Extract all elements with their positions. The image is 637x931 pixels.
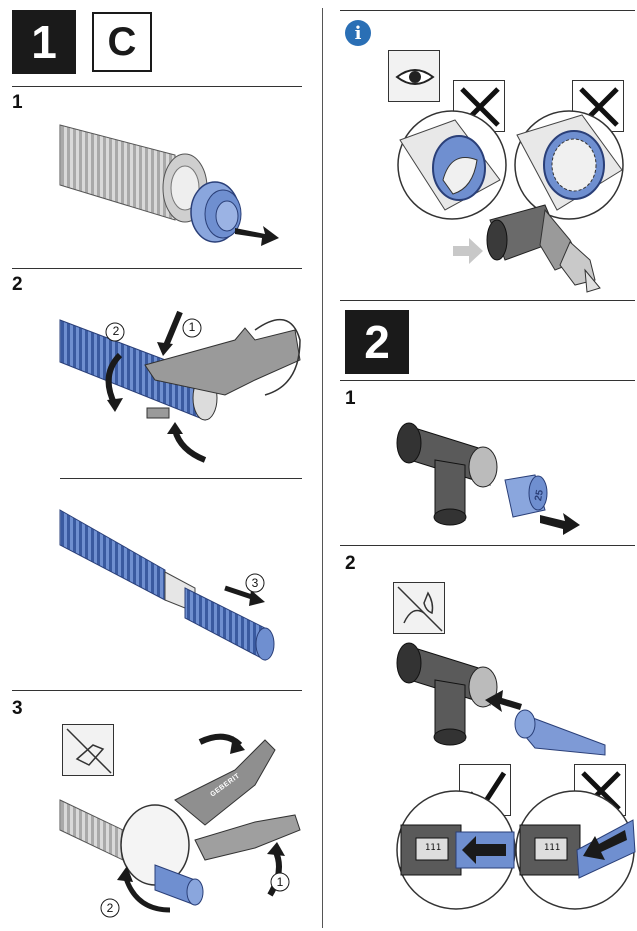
tee-fitting-cap-removal [396, 422, 580, 535]
corrugated-pipe [59, 124, 176, 221]
step-number-3: 3 [12, 698, 23, 719]
step-number-2: 2 [12, 274, 23, 295]
divider-rule [340, 545, 635, 546]
press-arrow-lower [172, 429, 207, 463]
divider-rule [340, 380, 635, 381]
step3-illustration [59, 733, 301, 918]
divider-rule [12, 690, 302, 691]
incorrect-insertion-view [515, 790, 636, 910]
pull-back-arrow [224, 585, 256, 601]
step1-illustration [59, 124, 279, 246]
blue-pipe-left [59, 509, 166, 601]
blue-cap [504, 474, 548, 518]
defective-pipe-end-deformed [397, 110, 507, 220]
step2b-illustration [59, 509, 275, 661]
divider-rule [12, 268, 302, 269]
pull-arrow [235, 226, 279, 246]
pipe-cutter-handle-bottom [194, 814, 301, 861]
step-number-1: 1 [345, 388, 356, 409]
divider-rule [340, 300, 635, 301]
lubricant-forbidden-icon [393, 582, 445, 634]
step-number-1: 1 [12, 92, 23, 113]
eye-icon [388, 50, 440, 102]
pipe-cutter-handle-top [174, 739, 276, 826]
counter-label: 111 [424, 843, 442, 853]
pull-arrow [540, 513, 580, 535]
callout-tool: 1 [188, 320, 196, 334]
cut-pipe-forbidden-icon [62, 724, 114, 776]
correct-insertion-view [396, 790, 516, 910]
deburring-tool [144, 327, 301, 396]
callout-press: 1 [276, 875, 284, 889]
divider-rule [60, 478, 302, 479]
blue-cap [190, 181, 242, 243]
info-icon: i [345, 20, 371, 46]
press-arrow [162, 310, 183, 350]
insert-arrow [485, 690, 522, 712]
column-divider [322, 8, 323, 928]
insert-arrow [453, 238, 483, 264]
section-badge-letter: C [92, 12, 152, 72]
tee-fitting-pipe-insertion [396, 642, 606, 756]
callout-pull: 3 [251, 576, 259, 590]
divider-rule [12, 86, 302, 87]
press-fitting [486, 204, 601, 293]
callout-rotate: 2 [106, 901, 114, 915]
divider-rule [340, 10, 635, 11]
step2-illustration [59, 310, 301, 463]
counter-label: 111 [543, 843, 561, 853]
section-badge-number: 1 [12, 10, 76, 74]
step-number-2: 2 [345, 553, 356, 574]
fitting-size-label: 25 [533, 489, 546, 502]
callout-rotate: 2 [112, 324, 120, 338]
defective-pipe-end-burred [514, 110, 624, 220]
section-badge-number: 2 [345, 310, 409, 374]
